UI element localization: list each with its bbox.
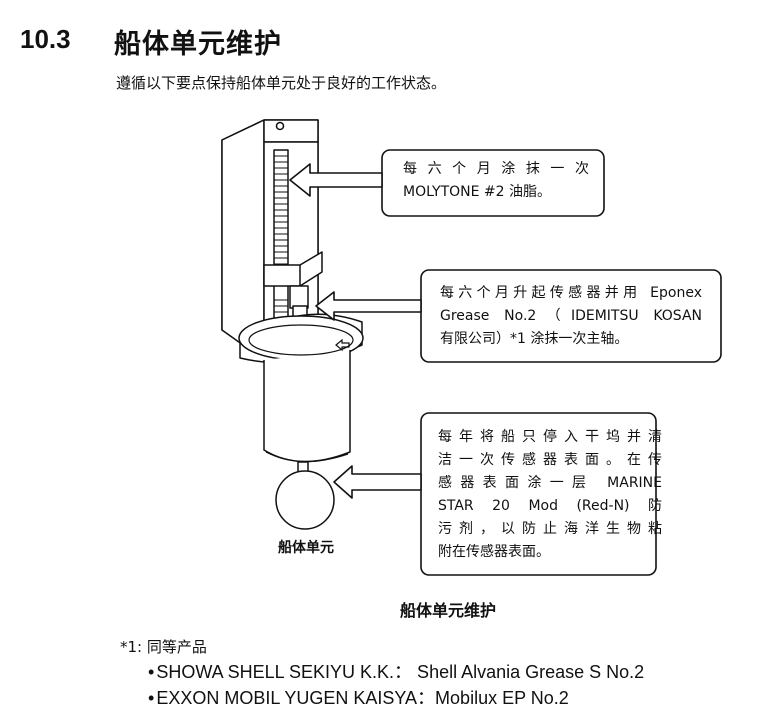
section-title: 船体单元维护 xyxy=(114,29,282,60)
footnote-mark: *1: xyxy=(120,638,143,656)
section-intro: 遵循以下要点保持船体单元处于良好的工作状态。 xyxy=(116,74,447,92)
bullet-icon: • xyxy=(148,662,155,682)
footnote-heading: *1: 同等产品 xyxy=(120,636,207,657)
sensor-sphere xyxy=(275,470,335,530)
arrow-to-sensor xyxy=(333,465,422,499)
callout-2-line: 每六个月升起传感器并用 Eponex xyxy=(440,285,702,301)
callout-1-line: MOLYTONE #2 油脂。 xyxy=(403,184,552,200)
housing-cap xyxy=(263,119,319,143)
callout-3-line: STAR 20 Mod (Red-N) 防 xyxy=(438,498,662,514)
callout-3-line: 附在传感器表面。 xyxy=(438,544,550,560)
footnote-item-text: EXXON MOBIL YUGEN KAISYA：Mobilux EP No.2 xyxy=(156,688,569,708)
callout-3-line: 洁一次传感器表面。在传 xyxy=(438,452,662,468)
callout-grease-shaft: 每六个月升起传感器并用 Eponex Grease No.2（IDEMITSU … xyxy=(440,282,702,351)
callout-box-2 xyxy=(420,269,722,363)
callout-2-line: Grease No.2（IDEMITSU KOSAN xyxy=(440,308,702,324)
footnote-text: 同等产品 xyxy=(146,638,207,656)
callout-clean-sensor: 每年将船只停入干坞并清 洁一次传感器表面。在传 感器表面涂一层 MARINE S… xyxy=(438,426,662,564)
callout-2-line: 有限公司）*1 涂抹一次主轴。 xyxy=(440,331,629,347)
callout-3-line: 感器表面涂一层 MARINE xyxy=(438,475,662,491)
figure-caption: 船体单元维护 xyxy=(400,601,497,620)
sensor-cylinder xyxy=(263,350,351,463)
callout-box-3 xyxy=(420,412,657,576)
arrow-to-shaft xyxy=(315,291,422,321)
clamp-block xyxy=(289,285,309,309)
arrow-to-thread xyxy=(289,163,383,197)
footnote-item-text: SHOWA SHELL SEKIYU K.K.： Shell Alvania G… xyxy=(156,662,645,682)
cap-hole xyxy=(275,121,285,131)
callout-3-line: 每年将船只停入干坞并清 xyxy=(438,429,662,445)
section-number: 10.3 xyxy=(20,24,71,54)
callout-3-line: 污剂，以防止海洋生物粘 xyxy=(438,521,662,537)
callout-1-line: 每 六 个 月 涂 抹 一 次 xyxy=(403,161,589,177)
flange-arrow-mark xyxy=(335,338,350,352)
hull-unit-label: 船体单元 xyxy=(278,540,334,556)
callout-grease-thread: 每 六 个 月 涂 抹 一 次 MOLYTONE #2 油脂。 xyxy=(403,158,589,204)
bullet-icon: • xyxy=(148,688,155,708)
footnote-item: •SHOWA SHELL SEKIYU K.K.： Shell Alvania … xyxy=(148,658,644,684)
footnote-item: •EXXON MOBIL YUGEN KAISYA：Mobilux EP No.… xyxy=(148,684,569,710)
